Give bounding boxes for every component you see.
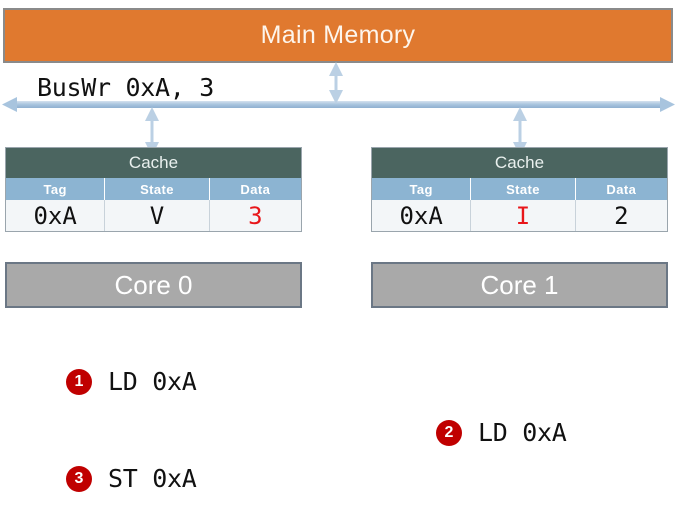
cache-header-data: Data <box>606 181 637 197</box>
cache-title: Cache <box>372 148 667 178</box>
cache-header-state: State <box>105 178 210 200</box>
cache-header-tag: Tag <box>372 178 472 200</box>
cache-header-tag: Tag <box>6 178 106 200</box>
bus-message-label: BusWr 0xA, 3 <box>37 73 215 102</box>
core-label: Core 0 <box>114 269 193 300</box>
cache-block-core0: Cache Tag State Data 0xA V 3 <box>5 147 302 232</box>
step-badge-icon: 2 <box>436 419 462 446</box>
cache-cell-state: I <box>471 200 576 231</box>
core-block-1: Core 1 <box>371 262 668 308</box>
cache-data-row: 0xA I 2 <box>372 200 667 231</box>
step-badge-icon: 3 <box>66 465 92 492</box>
cache-data-row: 0xA V 3 <box>6 200 301 231</box>
step-badge-icon: 1 <box>66 368 92 395</box>
cache-cell-tag: 0xA <box>372 200 472 231</box>
cache-header-row: Tag State Data <box>372 178 667 200</box>
core-label: Core 1 <box>480 269 559 300</box>
core-block-0: Core 0 <box>5 262 302 308</box>
cache-cell-state: V <box>105 200 210 231</box>
cache-cell-tag: 0xA <box>6 200 106 231</box>
step-text: LD 0xA <box>108 367 197 396</box>
step-annotation-1: 1 LD 0xA <box>66 367 197 396</box>
step-annotation-2: 2 LD 0xA <box>436 418 567 447</box>
cache-cell-data: 3 <box>209 200 301 231</box>
cache-block-core1: Cache Tag State Data 0xA I 2 <box>371 147 668 232</box>
cache-title: Cache <box>6 148 301 178</box>
cache-header-row: Tag State Data <box>6 178 301 200</box>
cache-header-state: State <box>471 178 576 200</box>
step-text: ST 0xA <box>108 464 197 493</box>
main-memory-label: Main Memory <box>260 21 416 49</box>
cache-cell-data: 2 <box>575 200 667 231</box>
step-annotation-3: 3 ST 0xA <box>66 464 197 493</box>
step-text: LD 0xA <box>478 418 567 447</box>
cache-header-data: Data <box>240 181 271 197</box>
main-memory-block: Main Memory <box>3 8 673 63</box>
